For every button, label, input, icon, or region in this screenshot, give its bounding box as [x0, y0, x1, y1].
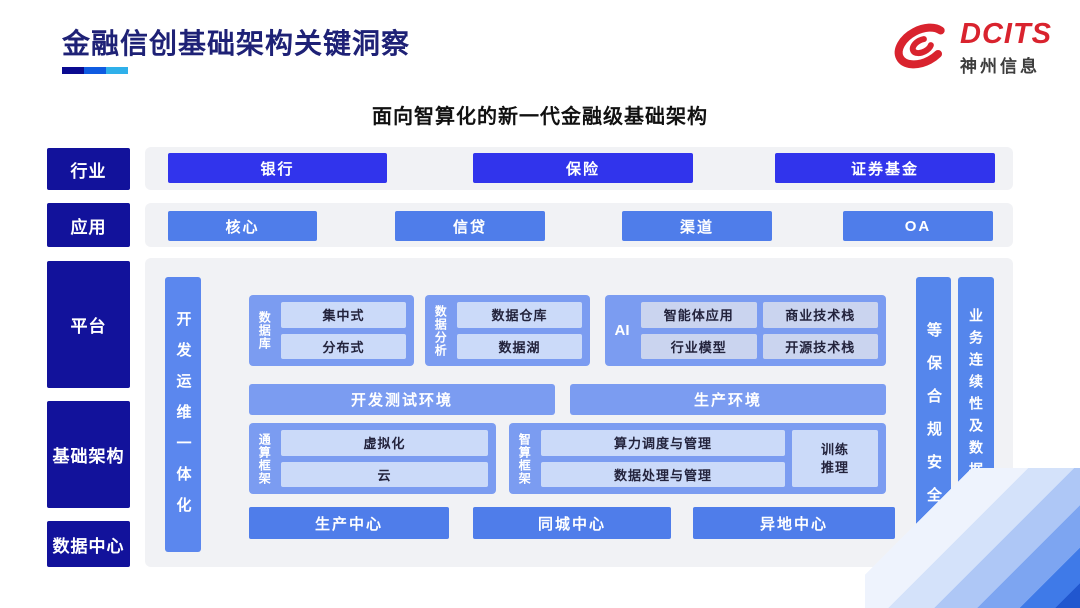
datacenter-item-remote: 异地中心 [693, 507, 895, 539]
ai-item-industry-models: 行业模型 [641, 333, 757, 359]
general-compute-item-virtualization: 虚拟化 [281, 430, 488, 456]
layer-label-application: 应用 [47, 203, 130, 247]
datacenter-item-production: 生产中心 [249, 507, 449, 539]
layer-label-datacenter: 数据中心 [47, 521, 130, 567]
industry-item-bank: 银行 [168, 153, 387, 183]
ai-item-commercial-stack: 商业技术栈 [762, 302, 878, 328]
page-title: 金融信创基础架构关键洞察 [62, 28, 411, 59]
ai-compute-item-scheduling: 算力调度与管理 [541, 430, 785, 456]
ai-group: AI 智能体应用 商业技术栈 行业模型 开源技术栈 [605, 295, 886, 366]
database-group-label: 数据库 [257, 311, 272, 350]
general-compute-label: 通算框架 [257, 432, 272, 485]
dcits-logo-icon [890, 16, 954, 81]
database-group: 数据库 集中式 分布式 [249, 295, 414, 366]
database-item-distributed: 分布式 [281, 333, 406, 359]
application-item-channel: 渠道 [622, 211, 772, 241]
ai-compute-item-train-infer: 训练 推理 [792, 430, 878, 487]
ai-compute-label: 智算框架 [517, 432, 532, 485]
analytics-group: 数据分析 数据仓库 数据湖 [425, 295, 590, 366]
ai-item-agent-apps: 智能体应用 [641, 302, 757, 328]
application-item-credit: 信贷 [395, 211, 545, 241]
general-compute-group: 通算框架 虚拟化 云 [249, 423, 496, 494]
industry-item-insurance: 保险 [473, 153, 693, 183]
application-item-oa: OA [843, 211, 993, 241]
ai-item-opensource-stack: 开源技术栈 [762, 333, 878, 359]
datacenter-item-samecity: 同城中心 [473, 507, 671, 539]
business-continuity-bar: 业务连续性及数据保护 [958, 277, 994, 552]
dev-test-environment-band: 开发测试环境 [249, 384, 555, 415]
logo-wordmark: DCITS [960, 18, 1052, 50]
security-compliance-bar: 等保合规安全 [916, 277, 951, 552]
diagram-subtitle: 面向智算化的新一代金融级基础架构 [372, 106, 708, 128]
ai-compute-group: 智算框架 算力调度与管理 数据处理与管理 训练 推理 [509, 423, 886, 494]
general-compute-item-cloud: 云 [281, 461, 488, 487]
production-environment-band: 生产环境 [570, 384, 886, 415]
application-item-core: 核心 [168, 211, 317, 241]
title-underline-segment [62, 67, 84, 74]
layer-label-infrastructure: 基础架构 [47, 401, 130, 508]
title-underline-segment [84, 67, 106, 74]
layer-label-industry: 行业 [47, 148, 130, 190]
ai-group-label: AI [614, 321, 630, 339]
layer-label-platform: 平台 [47, 261, 130, 388]
analytics-item-warehouse: 数据仓库 [457, 302, 582, 328]
industry-item-securities: 证券基金 [775, 153, 995, 183]
company-logo: DCITS 神州信息 [890, 16, 1052, 81]
database-item-centralized: 集中式 [281, 302, 406, 328]
analytics-item-lake: 数据湖 [457, 333, 582, 359]
logo-company-name: 神州信息 [960, 57, 1040, 76]
analytics-group-label: 数据分析 [433, 304, 448, 357]
ai-compute-item-data-mgmt: 数据处理与管理 [541, 461, 785, 487]
devops-vertical-bar: 开发运维一体化 [165, 277, 201, 552]
title-underline-segment [106, 67, 128, 74]
